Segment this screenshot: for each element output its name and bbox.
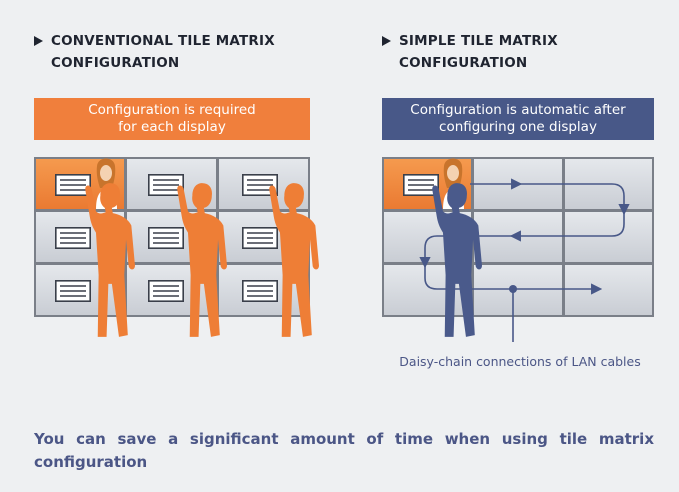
- right-banner-text: Configuration is automatic after configu…: [410, 102, 626, 135]
- play-triangle-icon: [34, 36, 43, 46]
- left-banner: Configuration is required for each displ…: [34, 98, 310, 140]
- left-tile-grid: [34, 157, 319, 337]
- daisy-chain-caption: Daisy-chain connections of LAN cables: [399, 354, 641, 369]
- play-triangle-icon: [382, 36, 391, 46]
- right-heading-text: SIMPLE TILE MATRIX CONFIGURATION: [399, 33, 558, 71]
- tile: [474, 212, 562, 262]
- document-icon: [55, 227, 91, 249]
- right-tile-grid: [382, 157, 654, 342]
- left-heading: CONVENTIONAL TILE MATRIX CONFIGURATION: [34, 30, 281, 74]
- arrow-icon: [520, 183, 630, 216]
- daisy-chain-path: [419, 178, 630, 342]
- arrow-icon: [424, 266, 603, 295]
- document-icon: [55, 174, 91, 196]
- connection-node: [509, 285, 517, 293]
- right-heading: SIMPLE TILE MATRIX CONFIGURATION: [382, 30, 629, 74]
- document-icon: [242, 227, 278, 249]
- tile: [565, 212, 652, 262]
- document-icon: [148, 280, 184, 302]
- arrow-icon: [419, 235, 512, 269]
- summary-text: You can save a significant amount of tim…: [34, 430, 654, 471]
- left-heading-text: CONVENTIONAL TILE MATRIX CONFIGURATION: [51, 33, 275, 71]
- left-banner-text: Configuration is required for each displ…: [88, 102, 256, 135]
- tile: [565, 265, 652, 315]
- right-banner: Configuration is automatic after configu…: [382, 98, 654, 140]
- document-icon: [242, 280, 278, 302]
- document-icon: [148, 227, 184, 249]
- arrow-icon: [509, 213, 625, 242]
- document-icon: [55, 280, 91, 302]
- tile: [474, 265, 562, 315]
